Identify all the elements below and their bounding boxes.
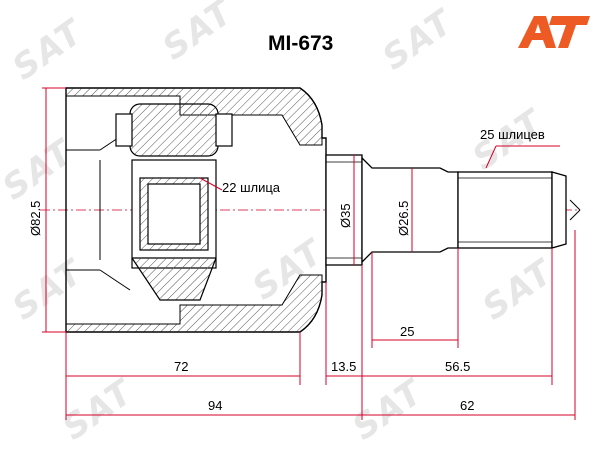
dim-total-housing: 94 (208, 398, 222, 413)
dim-neck-length: 13.5 (331, 359, 356, 374)
housing-wall-bottom (65, 274, 323, 333)
shaft-splines (457, 171, 553, 249)
tripod-assembly (115, 103, 233, 301)
housing-cavity (66, 129, 131, 291)
brand-logo (518, 16, 590, 48)
dim-shaft-length: 56.5 (445, 359, 470, 374)
label-housing-splines: 22 шлица (222, 180, 281, 195)
roller-top (129, 103, 219, 157)
dim-neck-diameter: Ø35 (338, 203, 353, 228)
label-shaft-splines: 25 шлицев (480, 127, 545, 142)
dim-spline-length: 25 (400, 324, 414, 339)
dim-outer-diameter: Ø82.5 (28, 201, 43, 236)
dim-total-shaft: 62 (460, 398, 474, 413)
dim-housing-length: 72 (174, 359, 188, 374)
dim-shaft-diameter: Ø26.5 (396, 201, 411, 236)
part-number-title: MI-673 (268, 32, 334, 55)
shaft-tip (551, 171, 567, 249)
dimension-lines (42, 87, 576, 420)
output-shaft (325, 154, 581, 266)
